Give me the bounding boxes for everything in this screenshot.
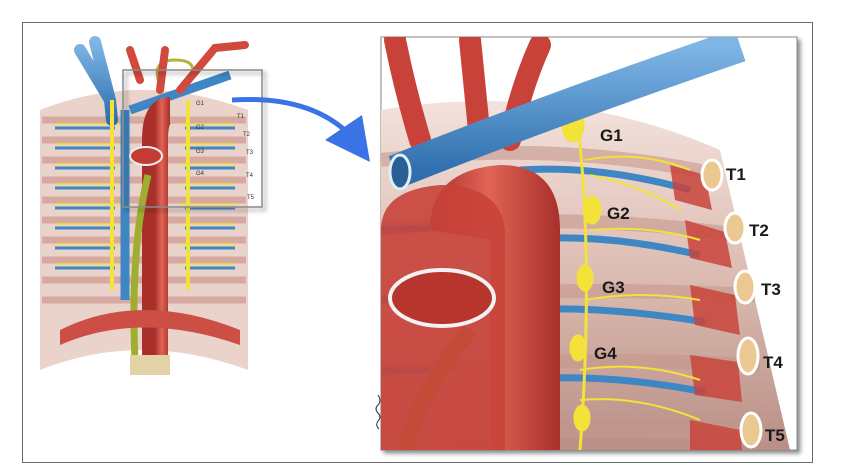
overview-aorta [142,97,173,355]
detail-ribs [381,145,766,447]
detail-label-t3: T3 [761,280,781,299]
zoom-arrow-icon [231,96,370,162]
overview-label-t1: T1 [237,114,245,120]
overview-vertebra-labels: T1 T2 T3 T4 T5 [237,114,255,201]
detail-label-t4: T4 [763,353,783,372]
detail-label-t2: T2 [749,221,769,240]
detail-vein [388,37,746,188]
overview-label-g4: G4 [196,171,205,177]
artist-signature [375,394,381,430]
overview-label-t4: T4 [246,173,254,179]
overview-ganglion-labels: G1 G2 G3 G4 [196,101,205,177]
overview-label-t3: T3 [246,150,254,156]
detail-label-g4: G4 [594,344,617,363]
overview-label-t5: T5 [247,195,255,201]
overview-highlight-box [122,69,263,208]
detail-label-g1: G1 [600,126,623,145]
detail-ganglion-labels: G1 G2 G3 G4 [594,126,630,363]
detail-vertebrae [700,158,763,449]
detail-label-g3: G3 [602,278,625,297]
overview-label-t2: T2 [243,132,251,138]
overview-thorax: G1 G2 G3 G4 T1 T2 T3 T4 T5 [40,36,263,375]
figure-frame [22,22,813,463]
detail-vertebra-labels: T1 T2 T3 T4 T5 [726,165,785,445]
overview-label-g3: G3 [196,149,205,155]
detail-sympathetic-chain [561,99,701,450]
detail-label-t1: T1 [726,165,746,184]
detail-aorta-cut [388,268,496,328]
detail-inset: G1 G2 G3 G4 T1 T2 T3 T4 T5 [375,36,798,451]
detail-label-t5: T5 [765,426,785,445]
overview-label-g1: G1 [196,101,205,107]
overview-label-g2: G2 [196,125,205,131]
detail-label-g2: G2 [607,204,630,223]
